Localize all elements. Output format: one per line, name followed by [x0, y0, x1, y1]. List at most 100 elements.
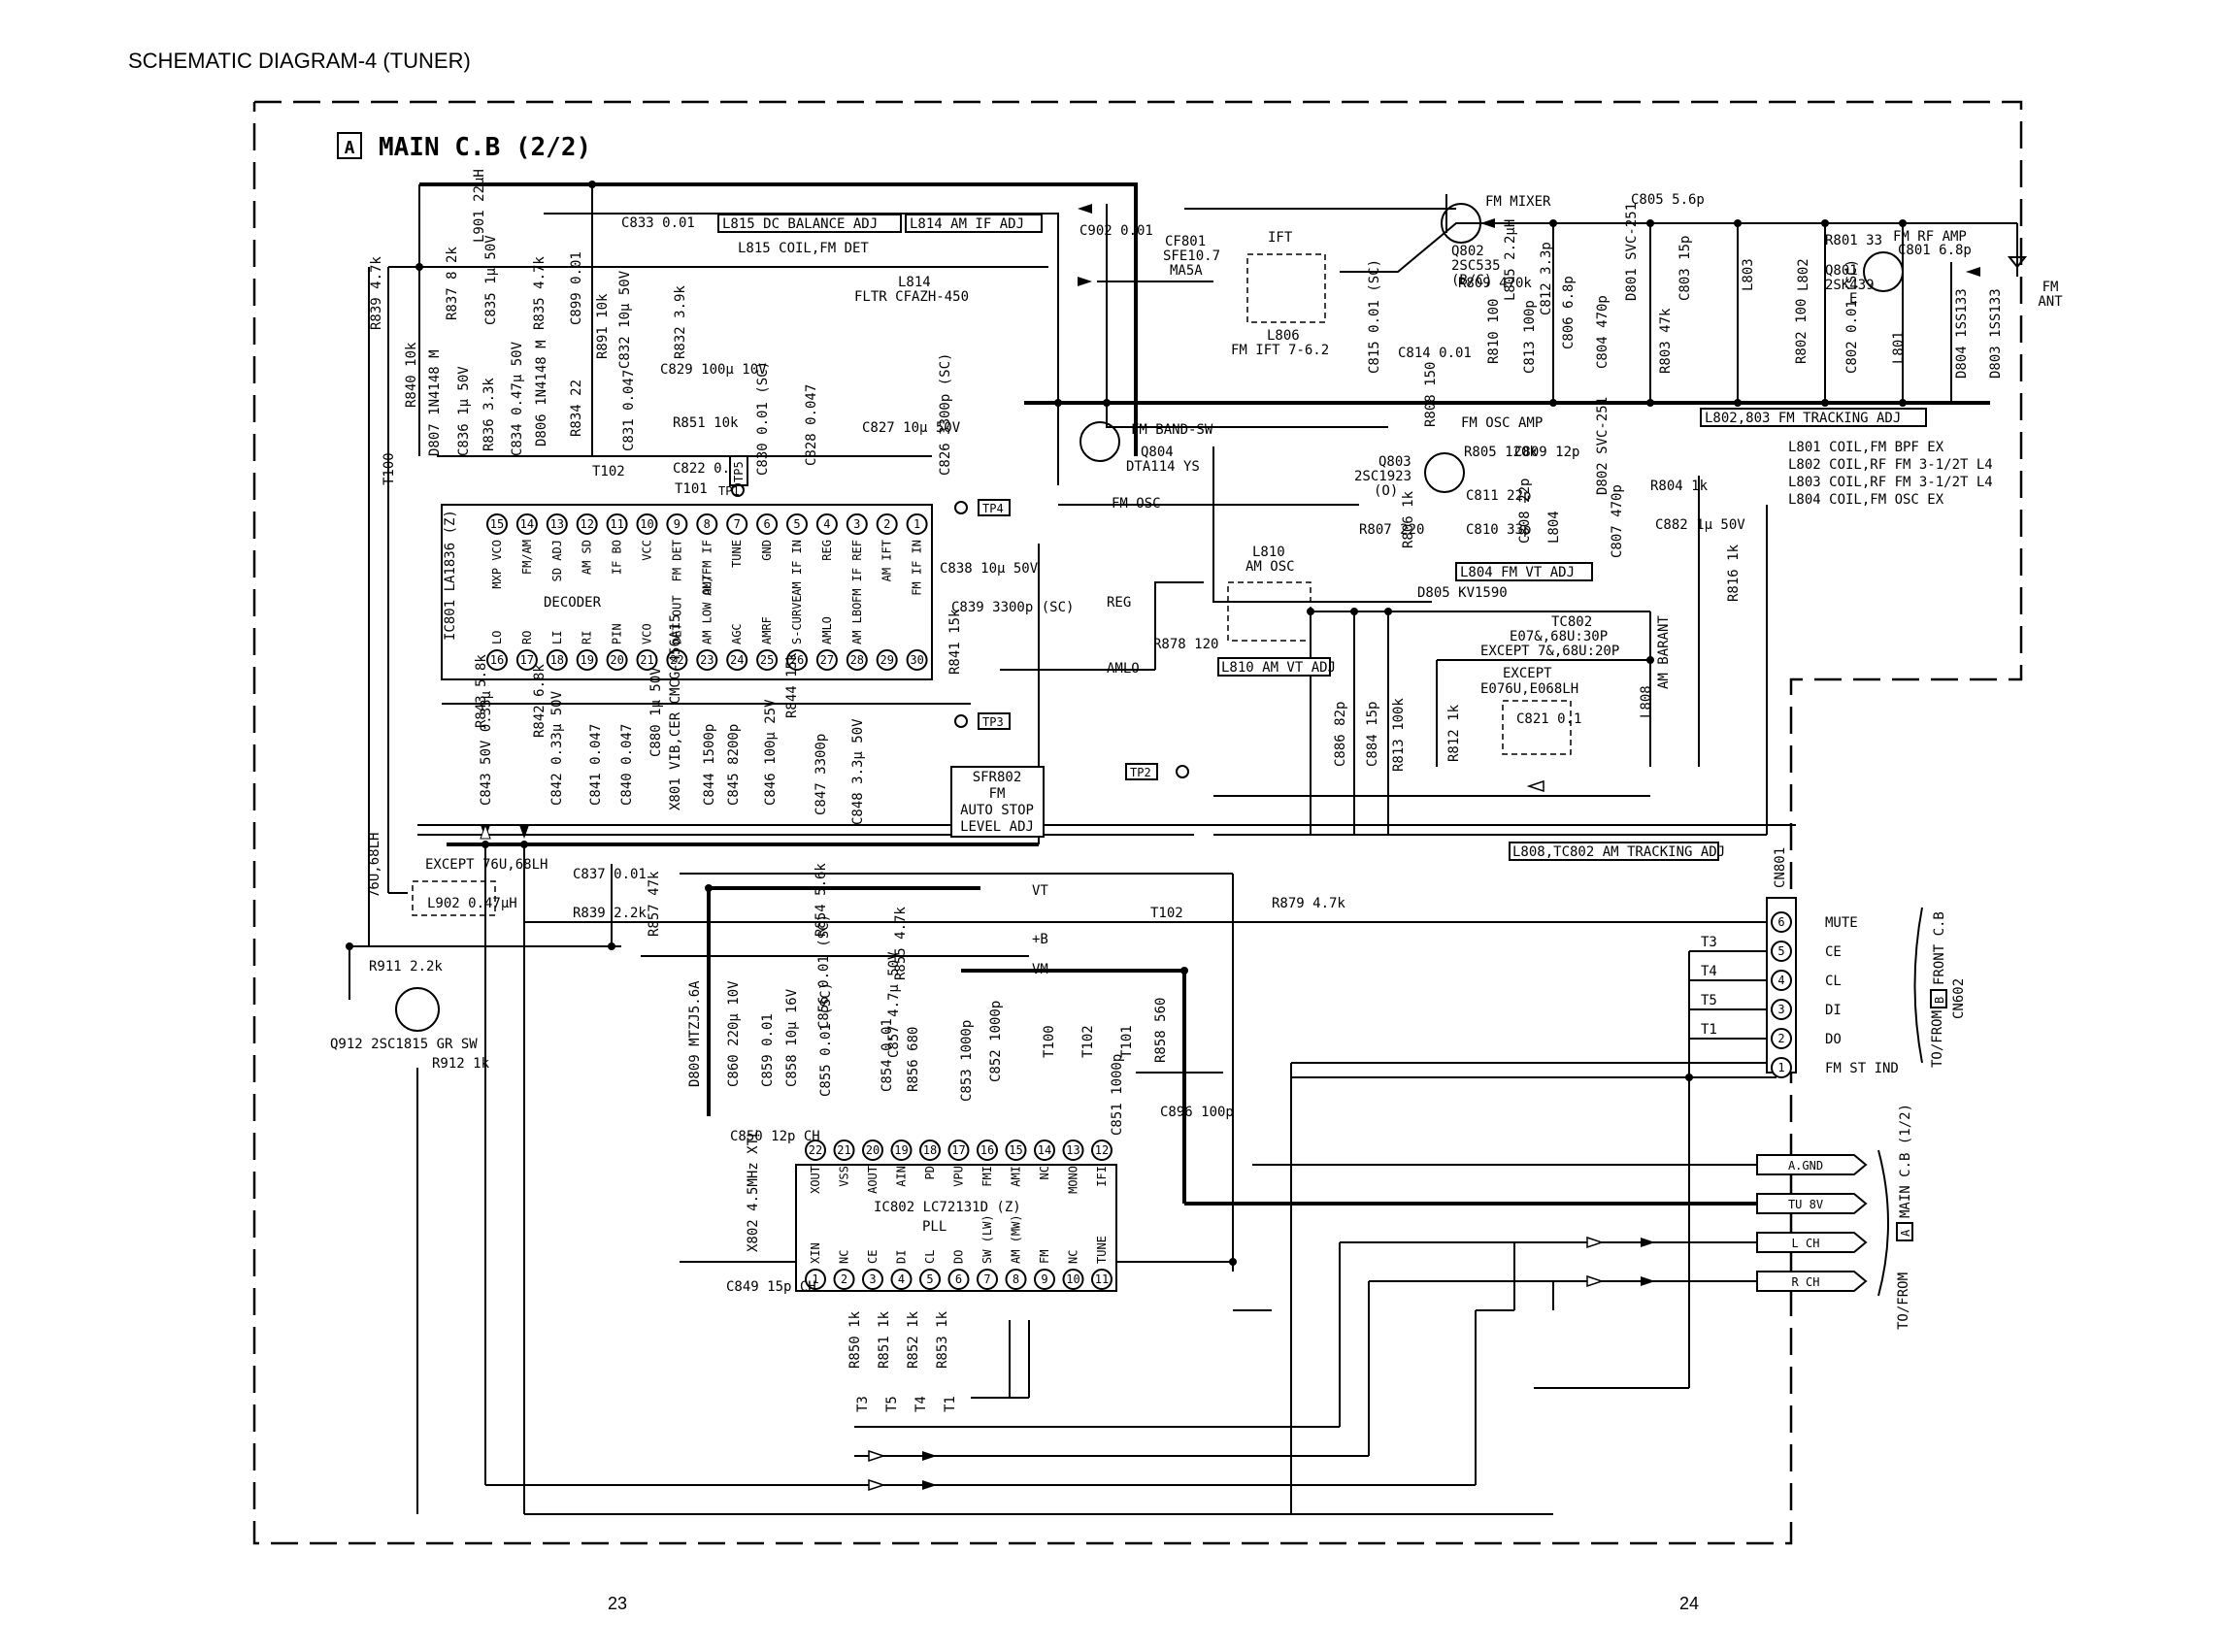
- ic801-pin-3: [846, 513, 868, 535]
- ic802-pin-num: 8: [1013, 1272, 1019, 1286]
- cn801-dest-marker-box: [1930, 989, 1947, 1008]
- bus-t5: T5: [884, 1396, 900, 1412]
- l803-label: L803: [1741, 258, 1756, 291]
- c806-label: C806 6.8p: [1561, 276, 1577, 349]
- ic802-pin-21: [833, 1140, 855, 1161]
- ift-box: [1246, 253, 1326, 323]
- r851-label: R851 10k: [673, 415, 739, 431]
- tp1-label: TP1: [718, 484, 740, 498]
- tp3-label: TP3: [982, 715, 1004, 729]
- ic801-pin-19: [576, 649, 598, 671]
- l815-coil: L815 COIL,FM DET: [738, 241, 869, 256]
- fm-osc-label: FM OSC: [1112, 496, 1161, 512]
- q804-transistor: [1079, 421, 1120, 462]
- r816-label: R816 1k: [1726, 544, 1742, 602]
- c844-label: C844 1500p: [702, 724, 717, 806]
- r879-label: R879 4.7k: [1272, 896, 1345, 911]
- ic802-pin-name: TUNE: [1095, 1236, 1109, 1264]
- ic801-pin-num: 6: [763, 517, 770, 531]
- adjustment-labels: L815 DC BALANCE ADJ L814 AM IF ADJ L815 …: [717, 214, 1927, 861]
- q801-l2: 2SK439: [1825, 278, 1875, 293]
- r813b-label: R813 100k: [1391, 698, 1407, 772]
- ic802-pin-name: AM (MW): [1010, 1214, 1023, 1264]
- r804-label: R804 1k: [1650, 479, 1709, 494]
- r912-label: R912 1k: [432, 1056, 490, 1072]
- ic801-pin-num: 1: [913, 517, 920, 531]
- c886-label: C886 82p: [1333, 702, 1348, 767]
- ic801-pin-20: [606, 649, 628, 671]
- l805-label: L805 2.2µH: [1503, 219, 1518, 301]
- ic801-pin-num: 3: [853, 517, 860, 531]
- ic801-pin-name: FM/AM: [520, 540, 534, 575]
- cn801-line-t1: T1: [1701, 1022, 1717, 1038]
- ic801-block: DECODER: [544, 595, 602, 611]
- x801-label: X801 VIB,CER CMCG-456A15: [668, 614, 683, 810]
- c896-label: C896 100p: [1160, 1105, 1234, 1120]
- r857-label: R857 47k: [647, 871, 662, 937]
- c826-label: C826 3300p (SC): [938, 353, 953, 476]
- l801-label: L801: [1891, 331, 1907, 364]
- r806-label: R806 1k: [1401, 490, 1416, 548]
- c836-label: C836 1µ 50V: [456, 366, 472, 456]
- ic801-pin-num: 5: [793, 517, 800, 531]
- ic801-pin-13: [546, 513, 568, 535]
- t101-label: T101: [675, 481, 708, 497]
- ic801-pin-num: 28: [850, 653, 864, 667]
- c807-label: C807 470p: [1610, 484, 1625, 558]
- q802-l3: (B/C): [1451, 273, 1492, 288]
- ic802-pin-name: SW (LW): [980, 1214, 994, 1264]
- tp2-label: TP2: [1130, 766, 1151, 779]
- c813-label: C813 100p: [1522, 300, 1538, 374]
- ic801-pin-17: [515, 649, 538, 671]
- c831-label: C831 0.047: [621, 370, 637, 451]
- vt-label: VT: [1032, 883, 1048, 899]
- ic802-pin-name: MONO: [1067, 1166, 1080, 1194]
- ic802-pin-name: AIN: [895, 1166, 909, 1187]
- l804-label: L804: [1546, 511, 1562, 544]
- l901-label: L901 22µH: [472, 169, 487, 243]
- ic801-pin-25: [756, 649, 779, 671]
- ic802-ref: IC802 LC72131D (Z): [874, 1200, 1021, 1215]
- ic801-pin-27: [815, 649, 838, 671]
- l808-l2: AM BARANT: [1656, 615, 1672, 689]
- ic802-pin-name: VSS: [838, 1166, 851, 1187]
- ic801-pin-num: 24: [730, 653, 744, 667]
- ic802-pin-num: 18: [923, 1143, 937, 1157]
- tc802-l3: EXCEPT 7&,68U:20P: [1480, 644, 1619, 659]
- ic801-pin-28: [846, 649, 868, 671]
- ic801-pin-18: [546, 649, 568, 671]
- t100b-label: T100: [1042, 1025, 1057, 1058]
- l810-box: [1227, 581, 1312, 642]
- ic802-pin-18: [919, 1140, 941, 1161]
- c833-label: C833 0.01: [621, 215, 695, 231]
- ic802-pin-name: CE: [866, 1250, 880, 1264]
- ic802-pin-num: 3: [869, 1272, 876, 1286]
- ic802-pin-4: [890, 1269, 913, 1290]
- ic801-pin-name: IF BO: [611, 540, 624, 575]
- c859-label: C859 0.01: [760, 1013, 776, 1087]
- ic801-pin-num: 13: [550, 517, 564, 531]
- ic801-pin-num: 16: [490, 653, 504, 667]
- d802-label: D802 SVC-251: [1595, 397, 1611, 495]
- adj-am-tracking: L808,TC802 AM TRACKING ADJ: [1512, 844, 1725, 860]
- cn801-pin-1: [1771, 1057, 1792, 1078]
- vm-label: VM: [1032, 962, 1048, 977]
- r878-label: R878 120: [1153, 637, 1218, 652]
- r858-label: R858 560: [1153, 998, 1169, 1063]
- coil-list: L801 COIL,FM BPF EX L802 COIL,RF FM 3-1/…: [1788, 440, 1993, 508]
- x802-label: X802 4.5MHz XTL: [746, 1130, 761, 1252]
- fm-band-sw-label: FM BAND-SW: [1131, 422, 1213, 438]
- c802-label: C802 0.01 (SC): [1844, 259, 1860, 374]
- c811-label: C811 22p: [1466, 488, 1531, 504]
- ic802-pin-5: [919, 1269, 941, 1290]
- q912-transistor: [395, 987, 440, 1032]
- cn801-pin-name: FM ST IND: [1825, 1061, 1899, 1076]
- ic801-pin-6: [756, 513, 779, 535]
- sfr802-line2: FM: [989, 786, 1006, 802]
- r809-label: R809 470k: [1458, 276, 1532, 291]
- tc802-l2: E07&,68U:30P: [1510, 629, 1608, 644]
- r891-label: R891 10k: [595, 293, 611, 359]
- ic802-pin-num: 14: [1038, 1143, 1051, 1157]
- page-title: SCHEMATIC DIAGRAM-4 (TUNER): [128, 49, 471, 73]
